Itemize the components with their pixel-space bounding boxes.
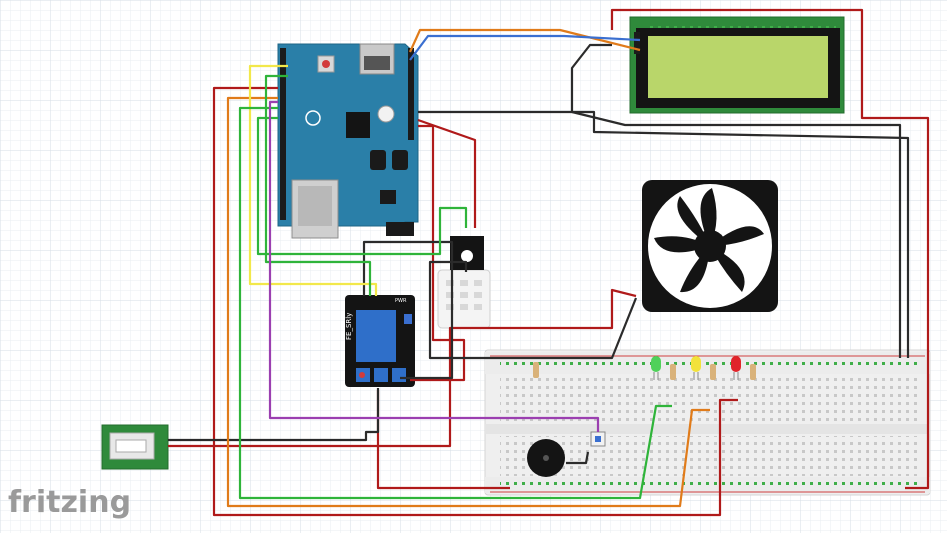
wire-red[interactable] <box>417 118 477 228</box>
relay-module[interactable]: FE_SRly PWR <box>345 295 415 387</box>
arduino-logo-icon <box>305 110 321 126</box>
relay-led-label: PWR <box>395 298 407 304</box>
wire-green[interactable] <box>256 116 468 256</box>
lcd-screen <box>648 36 828 98</box>
buzzer[interactable] <box>527 439 565 477</box>
wire-orange[interactable] <box>226 96 710 508</box>
wire-red[interactable] <box>610 8 930 490</box>
wire-red[interactable] <box>410 124 466 382</box>
breadboard[interactable] <box>484 349 931 496</box>
resistor[interactable] <box>670 364 676 380</box>
resistor[interactable] <box>710 364 716 380</box>
wire-black[interactable] <box>566 451 590 465</box>
resistor[interactable] <box>750 364 756 380</box>
wire-black[interactable] <box>362 240 454 380</box>
wire-blue[interactable] <box>409 34 641 61</box>
microcontroller-chip <box>346 112 370 138</box>
relay-coil <box>356 310 396 362</box>
wire-green[interactable] <box>264 74 372 296</box>
wires <box>168 8 930 517</box>
led-red[interactable] <box>731 356 741 380</box>
led-green[interactable] <box>651 356 661 380</box>
wire-red[interactable] <box>212 86 738 517</box>
push-button-cap <box>595 436 601 442</box>
wire-yellow[interactable] <box>248 64 378 296</box>
resistor[interactable] <box>533 362 539 378</box>
arduino-ethernet-board[interactable] <box>277 43 419 239</box>
led-yellow[interactable] <box>691 356 701 380</box>
wire-black[interactable] <box>418 110 910 358</box>
wire-green[interactable] <box>238 106 672 500</box>
reset-button[interactable] <box>322 60 330 68</box>
usb-power-module[interactable] <box>101 424 169 470</box>
resistors <box>533 362 756 380</box>
led-group <box>651 356 741 380</box>
wire-red[interactable] <box>168 288 637 448</box>
wire-purple[interactable] <box>268 100 600 432</box>
wire-orange[interactable] <box>408 28 641 53</box>
fritzing-logo: fritzing <box>8 485 131 520</box>
relay-label: FE_SRly <box>345 313 353 340</box>
cooling-fan[interactable] <box>642 180 778 312</box>
wire-black[interactable] <box>428 260 638 360</box>
lcd-display-16x2[interactable] <box>629 16 845 114</box>
